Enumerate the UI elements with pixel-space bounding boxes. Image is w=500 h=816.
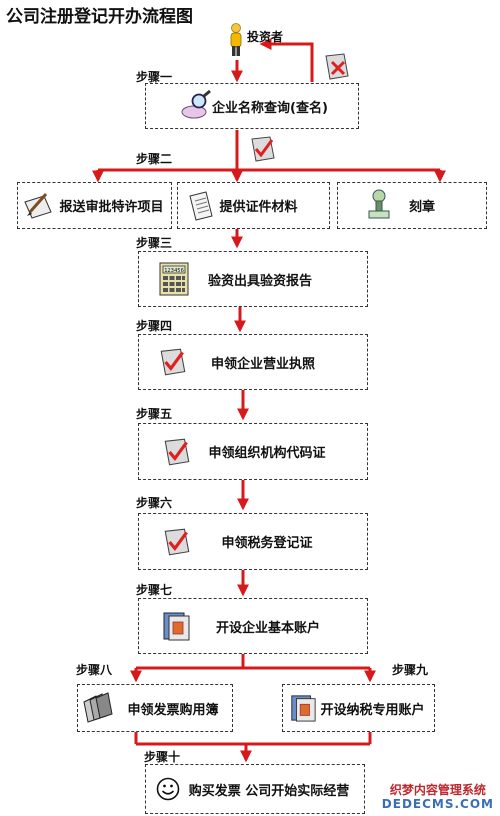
box-special-permit[interactable]: 报送审批特许项目 <box>17 182 172 229</box>
box-tax-account[interactable]: 开设纳税专用账户 <box>282 684 435 732</box>
step-7-label: 步骤七 <box>136 583 173 597</box>
step-2-label: 步骤二 <box>136 152 173 166</box>
invoice-stack-icon <box>83 692 113 723</box>
box-tax-registration[interactable]: 申领税务登记证 <box>138 513 368 570</box>
box-invoice-book[interactable]: 申领发票购用簿 <box>77 684 233 732</box>
smiley-icon <box>156 777 180 801</box>
step-6-label: 步骤六 <box>136 496 173 510</box>
box-capital-verify-label: 验资出具验资报告 <box>207 273 312 289</box>
box-invoice-book-label: 申领发票购用簿 <box>127 702 219 718</box>
calculator-display: 123456 <box>164 268 184 274</box>
box-final-label: 购买发票 公司开始实际经营 <box>188 783 350 799</box>
person-icon <box>230 23 242 56</box>
box-seal[interactable]: 刻章 <box>337 182 487 229</box>
step-1-label: 步骤一 <box>136 70 173 84</box>
box-name-check[interactable]: 企业名称查询(查名) <box>145 83 359 129</box>
document-icon <box>189 190 213 221</box>
box-name-check-label: 企业名称查询(查名) <box>212 100 328 116</box>
bank-book-icon <box>291 695 316 722</box>
box-business-license[interactable]: 申领企业营业执照 <box>138 334 368 390</box>
checkmark-icon <box>164 438 190 465</box>
box-tax-registration-label: 申领税务登记证 <box>221 536 313 551</box>
watermark: 织梦内容管理系统 DEDECMS.COM <box>382 784 494 812</box>
box-documents-label: 提供证件材料 <box>219 200 298 215</box>
investor-label: 投资者 <box>247 30 284 44</box>
box-documents[interactable]: 提供证件材料 <box>177 182 330 229</box>
step-8-label: 步骤八 <box>76 663 113 677</box>
checkmark-icon <box>164 528 190 555</box>
box-special-permit-label: 报送审批特许项目 <box>59 200 164 215</box>
step-10-label: 步骤十 <box>144 750 181 764</box>
box-final[interactable]: 购买发票 公司开始实际经营 <box>145 764 365 814</box>
reject-icon <box>325 53 349 80</box>
watermark-line1: 织梦内容管理系统 <box>389 783 486 798</box>
signing-icon <box>24 192 52 219</box>
step-3-label: 步骤三 <box>136 236 173 250</box>
box-business-license-label: 申领企业营业执照 <box>210 356 315 372</box>
watermark-line2: DEDECMS.COM <box>381 797 494 812</box>
box-basic-account-label: 开设企业基本账户 <box>215 620 320 636</box>
checkmark-icon <box>160 348 186 376</box>
arrow-name-back-to-investor <box>259 38 314 82</box>
seal-stamp-icon <box>368 189 390 218</box>
box-seal-label: 刻章 <box>408 200 435 215</box>
box-capital-verify[interactable]: 123456 验资出具验资报告 <box>138 251 368 307</box>
box-tax-account-label: 开设纳税专用账户 <box>320 702 425 718</box>
checkmark-icon <box>251 136 275 162</box>
step-4-label: 步骤四 <box>136 319 173 333</box>
box-org-code-label: 申领组织机构代码证 <box>208 446 326 461</box>
bank-book-icon <box>163 612 190 641</box>
box-basic-account[interactable]: 开设企业基本账户 <box>138 598 368 654</box>
calculator-icon: 123456 <box>159 262 189 296</box>
step-9-label: 步骤九 <box>392 663 429 677</box>
magnifier-icon <box>181 90 211 119</box>
step-5-label: 步骤五 <box>136 407 173 421</box>
diagram-title: 公司注册登记开办流程图 <box>6 7 193 27</box>
box-org-code[interactable]: 申领组织机构代码证 <box>138 423 368 480</box>
